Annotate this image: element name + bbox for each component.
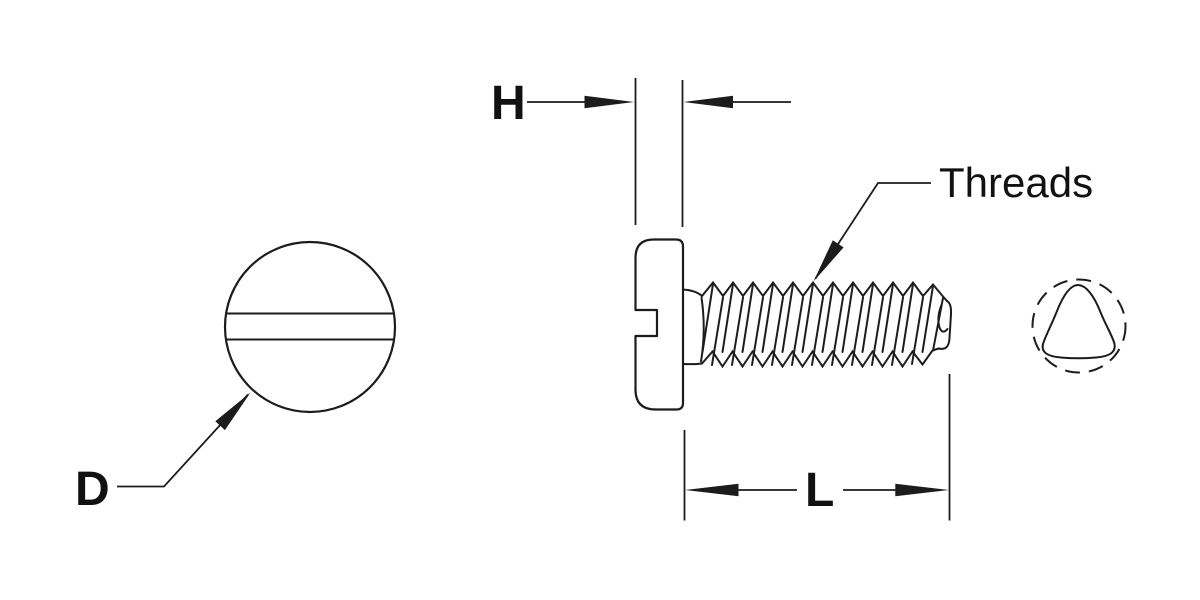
thread-crest-top-zigzag	[701, 280, 948, 302]
thread-runout-curve	[700, 296, 705, 363]
height-dimension: H	[491, 77, 791, 227]
threads-leader-arrowhead	[813, 240, 844, 282]
head-outline-circle	[223, 240, 397, 414]
height-arrowhead-right	[683, 95, 733, 109]
diameter-callout: D	[75, 392, 251, 516]
screw-tip-cap	[937, 300, 953, 350]
trilobular-body-outline	[1041, 283, 1116, 360]
height-label: H	[491, 77, 526, 130]
height-arrowhead-left	[584, 95, 634, 109]
thread-flank-lines	[701, 283, 944, 366]
length-arrowhead-left	[685, 483, 739, 497]
thread-cross-section-view	[1031, 278, 1127, 374]
screw-side-view	[634, 238, 953, 411]
diameter-label: D	[75, 463, 110, 516]
neck-bottom-contour	[682, 362, 703, 366]
diameter-leader-arrowhead	[215, 392, 251, 431]
diameter-leader-line	[117, 393, 249, 488]
length-arrowhead-right	[895, 483, 949, 497]
length-dimension: L	[683, 374, 951, 521]
threads-callout: Threads	[813, 159, 1093, 282]
threads-label: Threads	[939, 159, 1093, 206]
thread-crest-bottom-zigzag	[701, 347, 940, 369]
threads-leader-line	[814, 182, 931, 279]
length-label: L	[805, 464, 834, 517]
pan-head-outline	[634, 238, 685, 411]
circumscribed-dashed-circle	[1031, 278, 1127, 374]
head-top-view	[223, 240, 397, 414]
neck-top-contour	[682, 288, 703, 297]
